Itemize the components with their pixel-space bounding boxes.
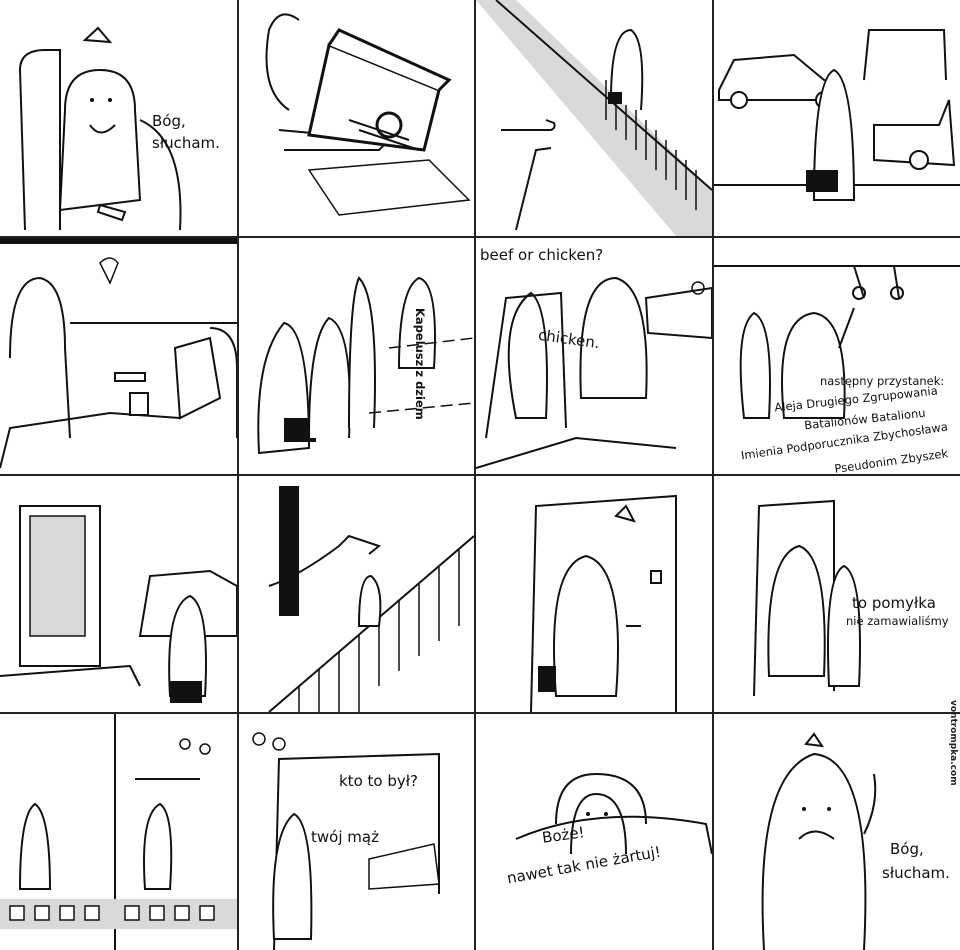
announcement-line-1: następny przystanek: [820, 374, 945, 388]
panel-14-drawing [252, 732, 440, 950]
hline-3 [0, 712, 960, 714]
panel-7: beef or chicken? chicken. [476, 238, 712, 474]
panel-3-drawing [476, 0, 712, 236]
curved-hat-text: Kapelusz z dziem [413, 308, 427, 420]
panel-9 [0, 476, 237, 712]
speech-beef-or-chicken: beef or chicken? [480, 246, 604, 264]
panel-8: następny przystanek: Aleja Drugiego Zgru… [714, 238, 960, 474]
panel-12: to pomyłka nie zamawialiśmy [714, 476, 960, 712]
panel-5 [0, 238, 237, 474]
speech-nie-zamawialismy: nie zamawialiśmy [846, 614, 949, 628]
hline-1 [0, 236, 960, 238]
panel-8-drawing [714, 265, 960, 419]
panel-3 [476, 0, 712, 236]
panel-15-drawing [515, 772, 712, 855]
panel-5-drawing [0, 238, 237, 469]
speech-bog: Bóg, [890, 840, 924, 858]
speech-line-1: Bóg, [152, 112, 186, 130]
panel-16-drawing [761, 732, 877, 950]
speech-to-pomylka: to pomyłka [852, 594, 936, 612]
panel-4 [714, 0, 960, 236]
panel-1: Bóg, słucham. [0, 0, 237, 236]
speech-slucham: słucham. [882, 864, 950, 882]
panel-15: Boże! nawet tak nie żartuj! [476, 714, 712, 950]
panel-10-drawing [268, 486, 474, 712]
panel-10 [239, 476, 474, 712]
panel-9-drawing [0, 505, 237, 703]
speech-kto-to-byl: kto to był? [339, 772, 418, 790]
panel-6-drawing [257, 276, 474, 455]
panel-11-drawing [530, 494, 677, 712]
panel-13 [0, 714, 237, 950]
hline-2 [0, 474, 960, 476]
speech-twoj-maz: twój mąż [311, 828, 379, 846]
speech-line-2: słucham. [152, 134, 220, 152]
panel-2-drawing [265, 13, 471, 216]
panel-11 [476, 476, 712, 712]
author-credit[interactable]: vontrompka.com [948, 700, 958, 786]
panel-13-drawing [0, 714, 237, 950]
panel-4-drawing [714, 29, 960, 201]
panel-6: Kapelusz z dziem [239, 238, 474, 474]
panel-7-drawing [476, 276, 712, 469]
panel-16: Bóg, słucham. [714, 714, 960, 950]
panel-1-drawing [18, 26, 182, 231]
panel-14: kto to był? twój mąż [239, 714, 474, 950]
panel-12-drawing [753, 499, 861, 697]
panel-2 [239, 0, 474, 236]
